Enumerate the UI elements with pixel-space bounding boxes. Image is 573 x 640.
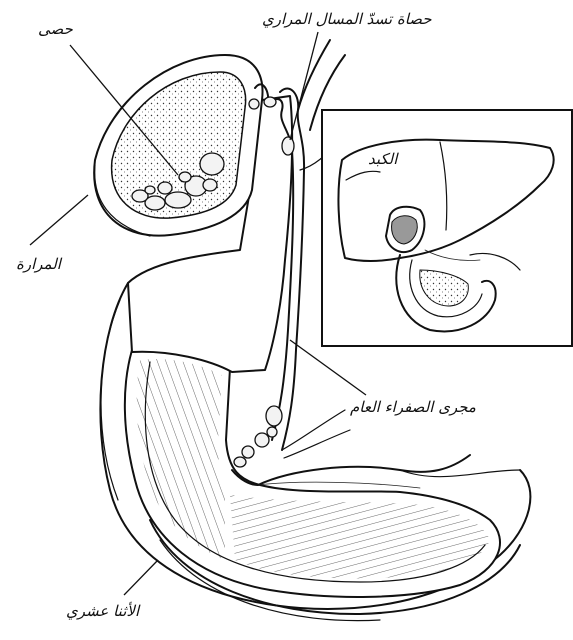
label-gallbladder: المرارة bbox=[16, 255, 61, 273]
label-duodenum: الأثنا عشري bbox=[66, 602, 139, 620]
leader-gallbladder bbox=[30, 195, 88, 245]
cystic-duct-stone bbox=[282, 137, 294, 155]
label-gallstones: حصى bbox=[38, 20, 73, 38]
leader-duodenum bbox=[124, 560, 158, 595]
label-common-bile-duct: مجرى الصفراء العام bbox=[350, 398, 476, 416]
leader-cystic-stone bbox=[290, 32, 318, 140]
leader-bile-duct bbox=[290, 340, 366, 395]
label-cystic-duct-stone: حصاة تسدّ المسال المراري bbox=[262, 10, 432, 28]
label-liver: الكبد bbox=[368, 150, 397, 168]
gallbladder bbox=[94, 55, 262, 236]
inset-liver bbox=[322, 110, 572, 346]
